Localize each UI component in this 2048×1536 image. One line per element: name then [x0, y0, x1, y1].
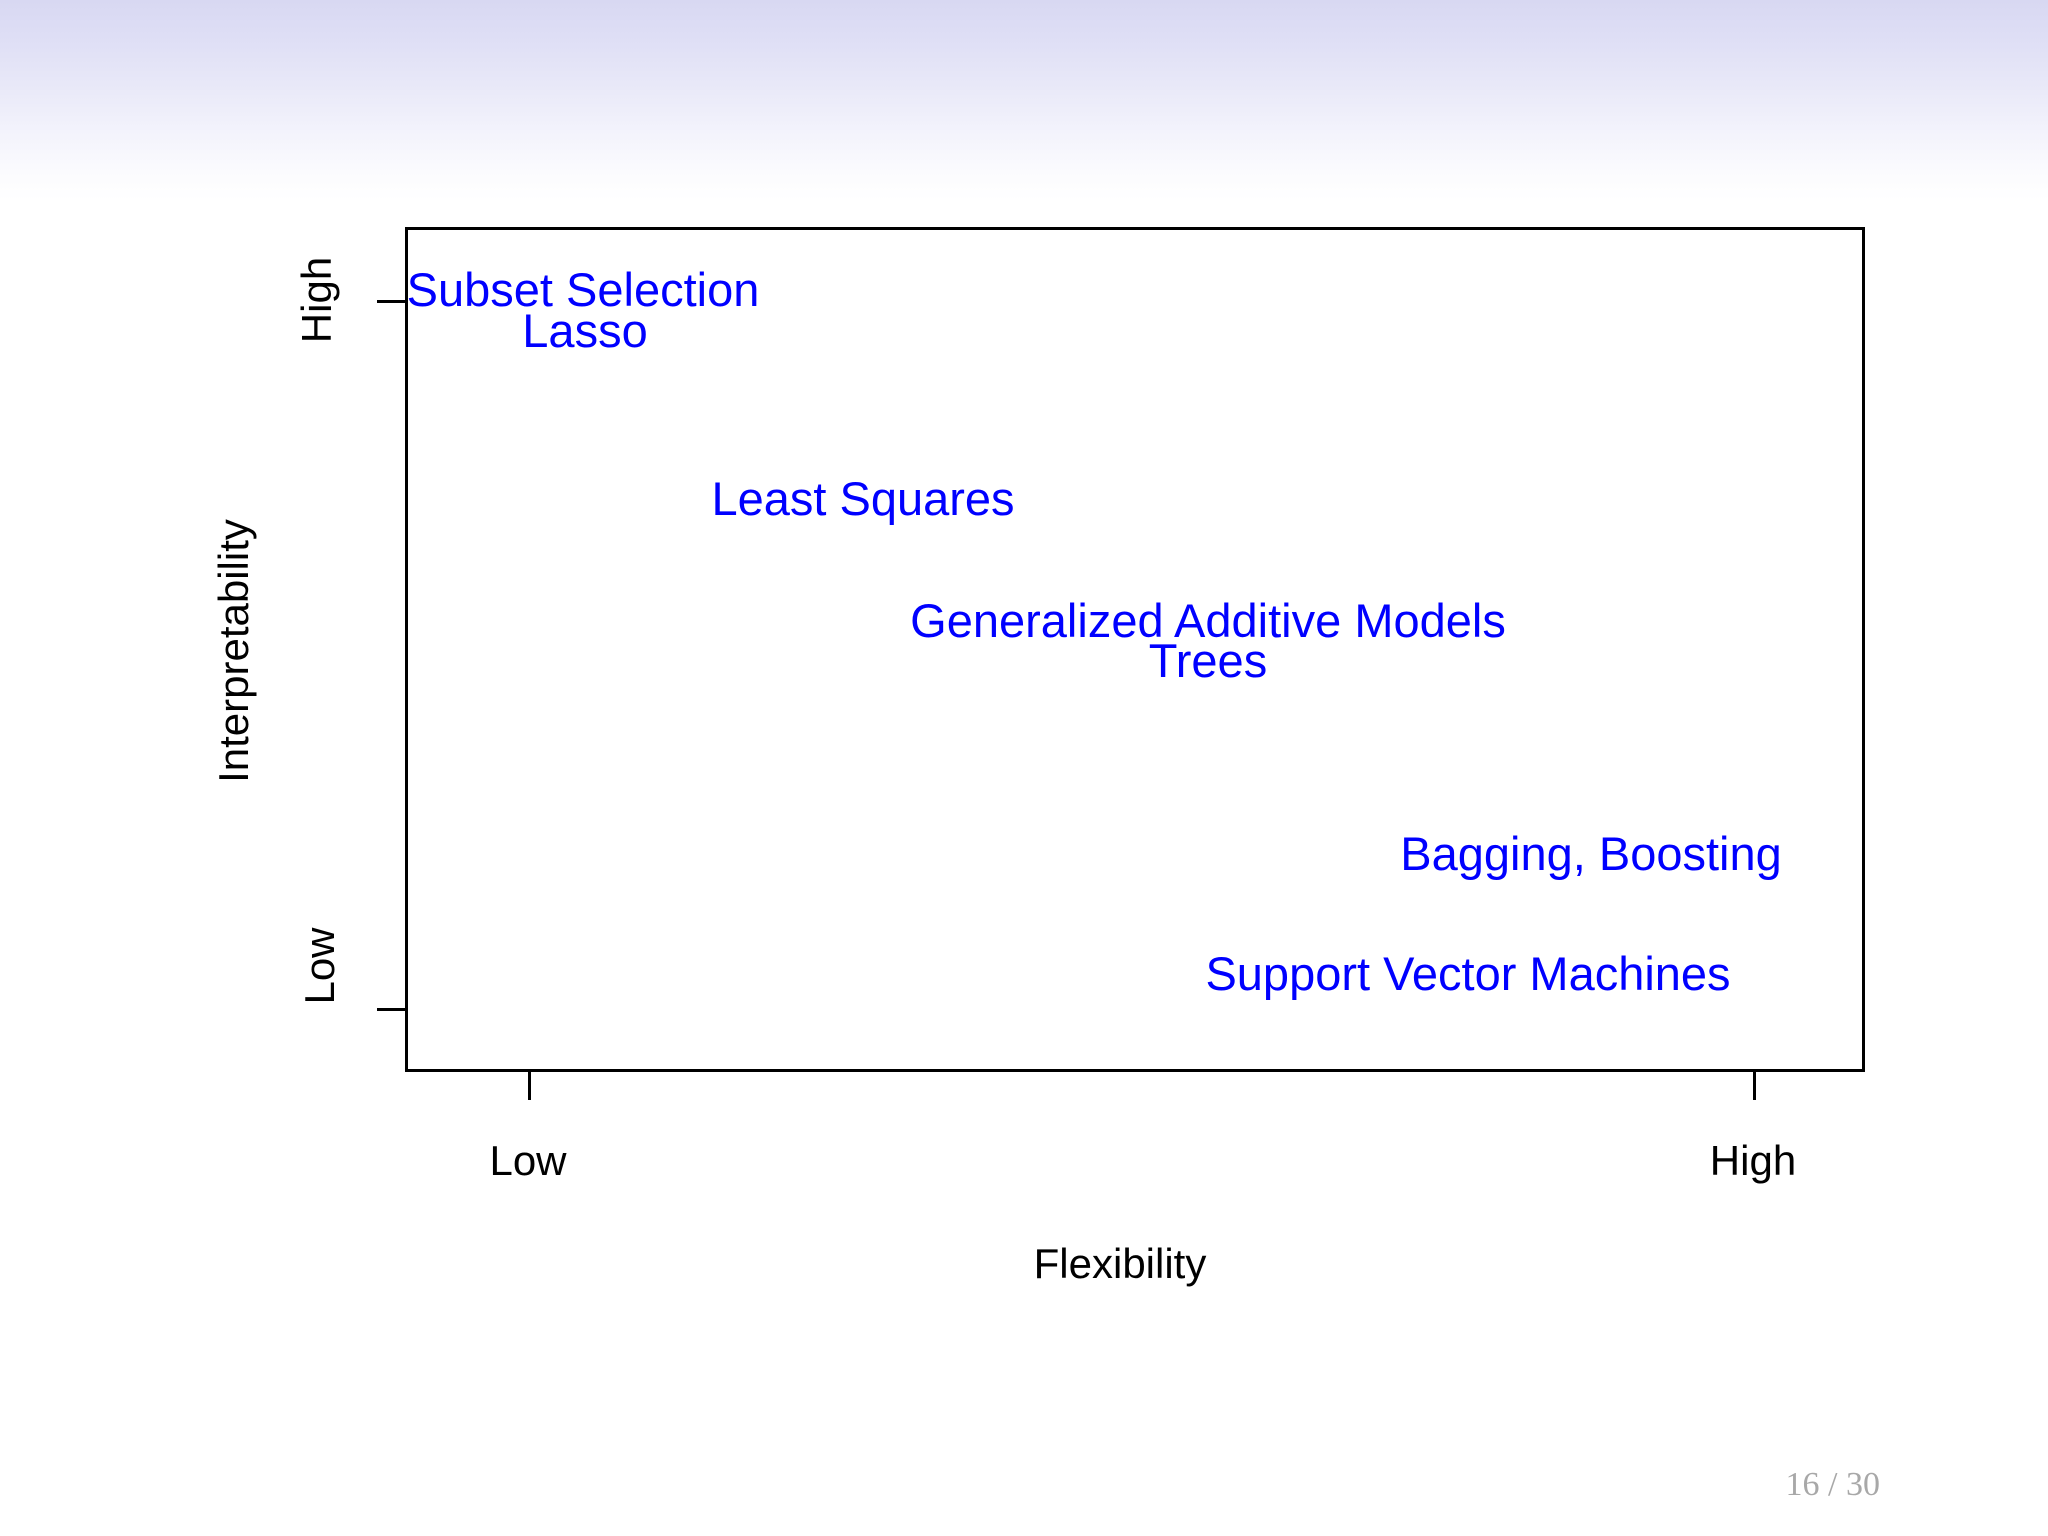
annotation-lasso: Lasso	[522, 304, 648, 357]
annotation-trees: Trees	[1148, 634, 1268, 687]
x-tick-label-high: High	[1709, 1137, 1797, 1184]
annotation-least-squares: Least Squares	[711, 472, 1015, 525]
x-axis-title: Flexibility	[1033, 1240, 1207, 1287]
plot-frame: Subset Selection Lasso Least Squares Gen…	[405, 227, 1865, 1072]
annotation-generalized-additive-models: Generalized Additive Models	[910, 594, 1506, 647]
annotation-subset-selection: Subset Selection	[406, 263, 760, 316]
y-tick-label-high: High	[293, 256, 340, 344]
y-axis-tick-low	[377, 1008, 405, 1011]
y-tick-label-low: Low	[296, 927, 343, 1005]
x-axis-tick-low	[528, 1072, 531, 1100]
page-number: 16 / 30	[1785, 1466, 1880, 1503]
y-axis-title: Interpretability	[210, 519, 257, 783]
x-axis-tick-high	[1753, 1072, 1756, 1100]
annotation-support-vector-machines: Support Vector Machines	[1205, 947, 1731, 1000]
header-gradient-band	[0, 0, 2048, 200]
x-tick-label-low: Low	[489, 1137, 567, 1184]
y-axis-tick-high	[377, 300, 405, 303]
annotation-bagging-boosting: Bagging, Boosting	[1400, 827, 1782, 880]
